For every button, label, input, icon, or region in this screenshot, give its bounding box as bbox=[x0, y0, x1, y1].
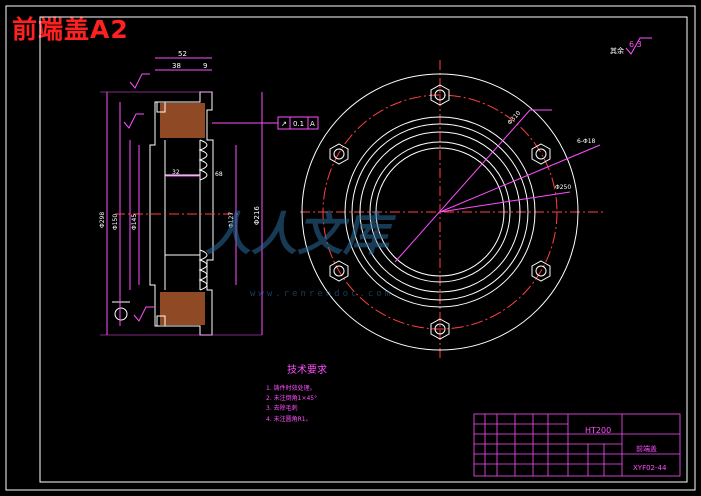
dim-total-width: 52 bbox=[178, 50, 187, 58]
watermark-url: www.renrendoc.com bbox=[250, 289, 393, 299]
hatch-top bbox=[160, 103, 205, 138]
inner-frame bbox=[39, 16, 688, 483]
dim-d3: Φ145 bbox=[131, 214, 138, 230]
bolt-holes bbox=[329, 84, 551, 340]
roughness-symbol: 其余 6.3 bbox=[610, 37, 652, 55]
tolerance-datum: A bbox=[310, 120, 315, 128]
section-outline bbox=[149, 91, 214, 336]
note-1: 1. 铸件时效处理。 bbox=[266, 384, 316, 392]
note-2: 2. 未注倒角1×45° bbox=[266, 394, 317, 402]
hatch-bottom bbox=[160, 292, 205, 325]
callout-250: Φ250 bbox=[555, 184, 571, 191]
watermark-text: 人人文库 bbox=[205, 207, 397, 261]
dim-step-width: 38 bbox=[172, 62, 181, 70]
section-view: 52 38 9 32 68 Φ298 Φ150 Φ145 Φ127 Φ216 ↗… bbox=[99, 50, 319, 336]
dim-d1: Φ298 bbox=[99, 212, 106, 228]
tech-notes: 技术要求 1. 铸件时效处理。 2. 未注倒角1×45° 3. 去除毛刺 4. … bbox=[266, 363, 327, 423]
title-block bbox=[473, 413, 681, 477]
material-label: HT200 bbox=[585, 426, 611, 435]
note-3: 3. 去除毛刺 bbox=[266, 404, 298, 412]
drawing-number: XYF02-44 bbox=[633, 464, 667, 472]
outer-border bbox=[5, 5, 696, 491]
dim-bore-depth: 32 bbox=[172, 169, 180, 176]
watermark: 人人文库 www.renrendoc.com bbox=[205, 207, 397, 299]
dim-d5: Φ216 bbox=[253, 206, 261, 225]
roughness-label: 其余 bbox=[610, 46, 624, 55]
dim-d4: Φ127 bbox=[228, 212, 235, 228]
part-name: 前端盖 bbox=[636, 444, 657, 453]
front-view: Φ310 6-Φ18 Φ250 bbox=[300, 60, 605, 360]
tolerance-symbol: ↗ bbox=[281, 120, 287, 128]
note-4: 4. 未注圆角R1。 bbox=[266, 415, 312, 423]
callout-holes: 6-Φ18 bbox=[577, 138, 596, 145]
dim-d2: Φ150 bbox=[112, 214, 119, 230]
page-title: 前端盖A2 bbox=[12, 15, 129, 44]
roughness-value: 6.3 bbox=[629, 40, 642, 49]
dim-68: 68 bbox=[215, 171, 223, 178]
tolerance-value: 0.1 bbox=[293, 120, 304, 128]
notes-heading: 技术要求 bbox=[287, 363, 327, 376]
callout-310: Φ310 bbox=[506, 109, 522, 126]
dim-small-width: 9 bbox=[203, 62, 207, 70]
